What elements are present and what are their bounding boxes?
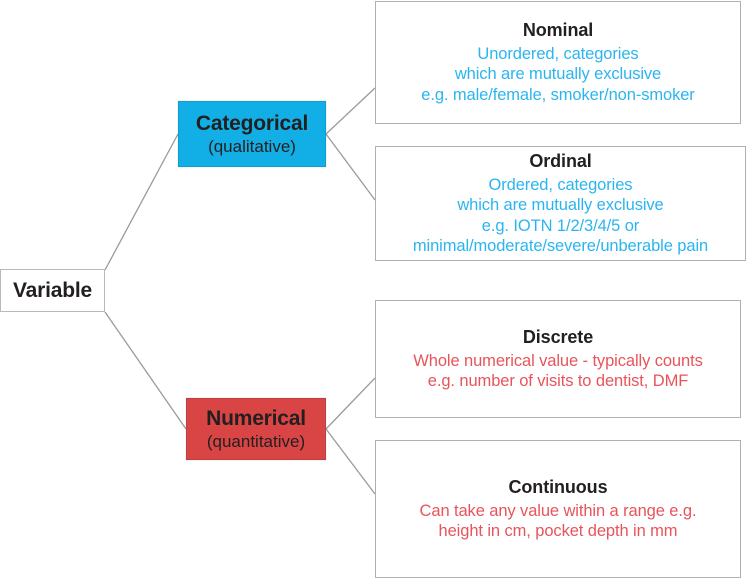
node-discrete-body: Whole numerical value - typically counts… xyxy=(413,351,703,391)
node-ordinal-line-2: which are mutually exclusive xyxy=(457,196,664,215)
node-continuous-line-2: height in cm, pocket depth in mm xyxy=(438,522,678,540)
node-nominal-line-2: which are mutually exclusive xyxy=(454,65,662,84)
node-numerical-title: Numerical xyxy=(206,407,306,431)
node-ordinal: Ordinal Ordered, categories which are mu… xyxy=(375,146,746,261)
node-nominal-body: Unordered, categories which are mutually… xyxy=(421,44,695,104)
node-continuous: Continuous Can take any value within a r… xyxy=(375,440,741,578)
node-discrete-line-2: e.g. number of visits to dentist, DMF xyxy=(427,372,689,390)
connector-variable-numerical xyxy=(104,311,187,430)
node-variable: Variable xyxy=(0,269,105,312)
node-nominal-title: Nominal xyxy=(522,20,594,41)
node-continuous-body: Can take any value within a range e.g. h… xyxy=(420,501,697,541)
connector-variable-categorical xyxy=(104,133,179,271)
node-ordinal-line-3: e.g. IOTN 1/2/3/4/5 or xyxy=(481,216,640,235)
node-numerical: Numerical (quantitative) xyxy=(186,398,326,460)
node-discrete-line-1: Whole numerical value - typically counts xyxy=(413,351,703,370)
connector-categorical-ordinal xyxy=(325,133,376,201)
node-ordinal-line-1: Ordered, categories xyxy=(488,176,633,195)
node-numerical-subtitle: (quantitative) xyxy=(206,431,306,451)
node-continuous-title: Continuous xyxy=(508,476,608,497)
node-categorical-title: Categorical xyxy=(195,112,309,136)
node-categorical-subtitle: (qualitative) xyxy=(208,136,296,156)
node-continuous-line-1: Can take any value within a range e.g. xyxy=(419,501,697,520)
node-nominal-line-1: Unordered, categories xyxy=(477,45,639,64)
node-discrete: Discrete Whole numerical value - typical… xyxy=(375,300,741,418)
node-ordinal-title: Ordinal xyxy=(529,151,592,172)
node-nominal-line-3: e.g. male/female, smoker/non-smoker xyxy=(421,85,695,104)
node-nominal: Nominal Unordered, categories which are … xyxy=(375,1,741,124)
node-categorical: Categorical (qualitative) xyxy=(178,101,326,167)
node-ordinal-line-4: minimal/moderate/severe/unberable pain xyxy=(412,236,709,255)
node-discrete-title: Discrete xyxy=(522,326,594,347)
node-ordinal-body: Ordered, categories which are mutually e… xyxy=(413,175,708,256)
node-variable-label: Variable xyxy=(13,278,92,302)
connector-numerical-continuous xyxy=(325,428,376,495)
connector-categorical-nominal xyxy=(325,87,376,135)
connector-numerical-discrete xyxy=(325,377,376,430)
